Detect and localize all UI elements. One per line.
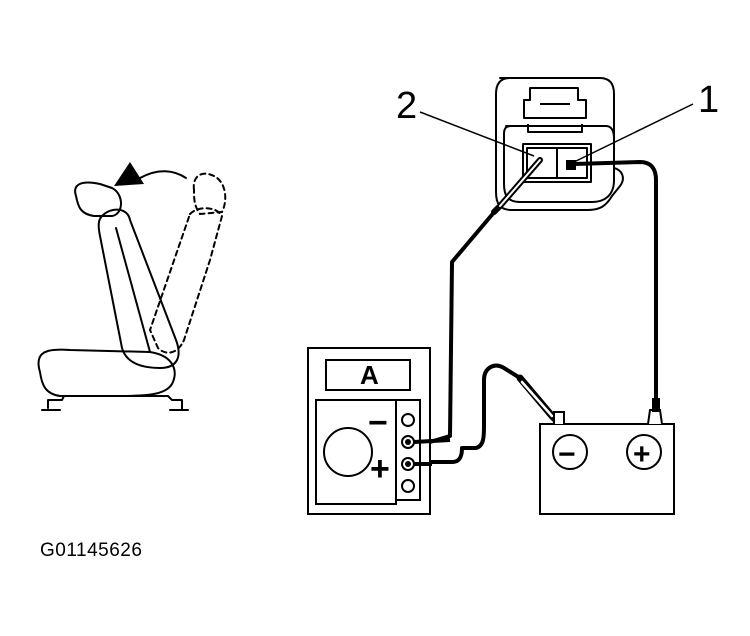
motion-arc	[139, 170, 187, 179]
test-leads	[428, 157, 658, 464]
battery-negative-lead	[428, 363, 522, 464]
headrest-solid	[74, 181, 122, 217]
ammeter-jack-4	[401, 479, 415, 493]
motion-arrow-head	[114, 162, 144, 186]
ammeter-dial	[323, 427, 373, 477]
callout-2: 2	[396, 85, 417, 127]
ammeter	[307, 347, 431, 515]
headrest-dashed	[192, 172, 227, 215]
callout-leader-1	[573, 103, 694, 163]
battery-positive-sign: +	[633, 438, 651, 471]
terminal-1-pin	[566, 160, 576, 170]
callout-1: 1	[698, 79, 719, 121]
ammeter-plus-sign: +	[370, 450, 390, 488]
ammeter-display	[325, 359, 411, 391]
battery-positive-terminal	[626, 434, 662, 470]
battery-positive-lead	[572, 160, 658, 406]
ammeter-lead-a	[428, 208, 498, 444]
ammeter-minus-sign: −	[368, 404, 388, 442]
seat-rail	[47, 395, 183, 411]
seat-cushion	[37, 348, 176, 397]
ammeter-jack-1	[401, 413, 415, 427]
callout-leader-2	[419, 111, 535, 157]
battery-negative-post	[553, 411, 565, 424]
battery-negative-sign: −	[558, 438, 576, 471]
ammeter-display-label: A	[360, 360, 379, 390]
seatback-solid	[97, 208, 180, 369]
seat-illustration	[37, 170, 227, 411]
figure-code: G01145626	[40, 540, 143, 561]
battery	[539, 409, 675, 515]
battery-negative-terminal	[552, 434, 588, 470]
ammeter-dial-panel	[315, 399, 397, 505]
battery-positive-post	[647, 409, 663, 425]
seatback-dashed	[149, 207, 223, 354]
